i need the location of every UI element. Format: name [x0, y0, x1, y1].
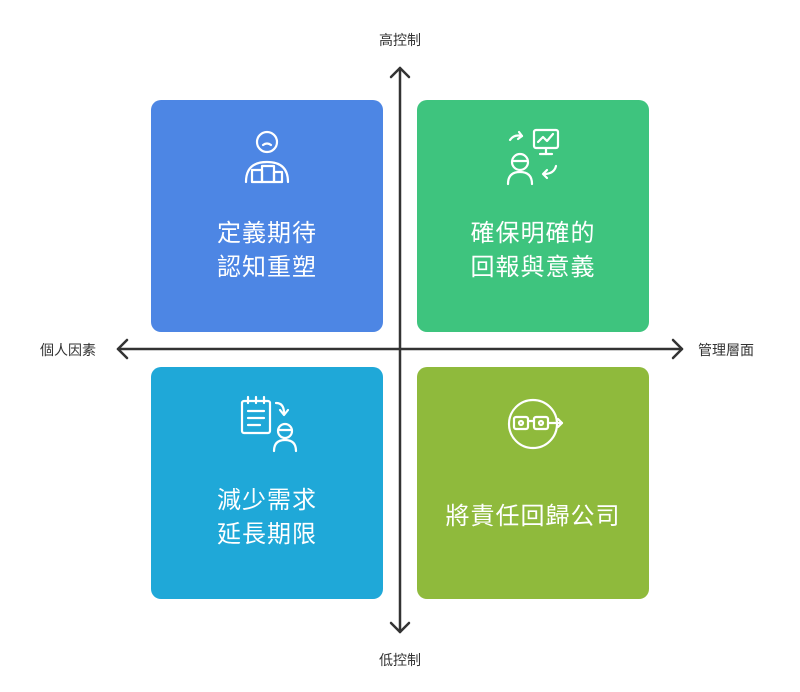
axis-label-bottom: 低控制: [379, 653, 421, 669]
quadrant-line: 回報與意義: [470, 253, 596, 281]
quadrant-bottom-left: 減少需求 延長期限: [151, 367, 383, 599]
quadrant-line: 定義期待: [217, 219, 317, 247]
notepad-person-icon: [236, 393, 298, 455]
axis-label-left: 個人因素: [40, 343, 96, 359]
quadrant-bottom-right: 將責任回歸公司: [417, 367, 649, 599]
quadrant-text: 減少需求 延長期限: [217, 483, 317, 551]
quadrant-line: 延長期限: [217, 520, 317, 548]
axis-label-top: 高控制: [379, 33, 421, 49]
person-monitor-cycle-icon: [502, 126, 564, 188]
axis-label-right: 管理層面: [698, 343, 754, 359]
arrow-up-icon: [389, 66, 411, 79]
arrow-right-icon: [671, 338, 684, 360]
quadrant-text: 定義期待 認知重塑: [217, 216, 317, 284]
quadrant-top-right: 確保明確的 回報與意義: [417, 100, 649, 332]
arrow-left-icon: [116, 338, 129, 360]
quadrant-line: 認知重塑: [217, 253, 317, 281]
arrow-down-icon: [389, 621, 411, 634]
person-with-boxes-icon: [236, 126, 298, 188]
quadrant-top-left: 定義期待 認知重塑: [151, 100, 383, 332]
quadrant-text: 確保明確的 回報與意義: [471, 216, 596, 284]
quadrant-line: 減少需求: [217, 486, 317, 514]
quadrant-text: 將責任回歸公司: [446, 499, 621, 533]
glasses-arrow-icon: [502, 393, 564, 455]
quadrant-line: 確保明確的: [470, 219, 596, 247]
quadrant-line: 將責任回歸公司: [445, 502, 621, 530]
